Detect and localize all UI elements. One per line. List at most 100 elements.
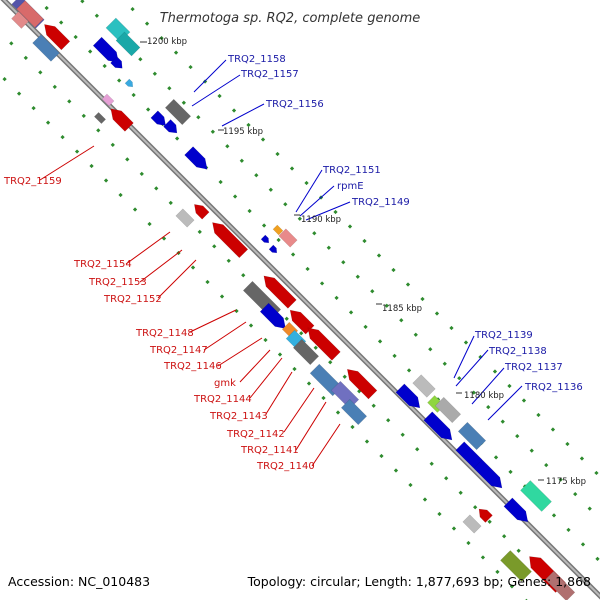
gene-label-rpmE[interactable]: rpmE bbox=[337, 181, 364, 192]
tick-label: 1195 kbp bbox=[223, 127, 263, 137]
gene-label-TRQ2-1137[interactable]: TRQ2_1137 bbox=[504, 362, 563, 373]
forward-gene-arrow bbox=[150, 110, 166, 126]
label-callouts bbox=[39, 59, 523, 467]
gene-label-TRQ2-1147[interactable]: TRQ2_1147 bbox=[149, 345, 208, 356]
marker-dash bbox=[246, 122, 251, 128]
marker-dash bbox=[102, 63, 107, 69]
gene-label-TRQ2-1138[interactable]: TRQ2_1138 bbox=[488, 346, 547, 357]
gene-box bbox=[32, 34, 60, 62]
callout-line bbox=[139, 249, 183, 283]
marker-dash bbox=[486, 405, 491, 410]
marker-dash bbox=[190, 265, 196, 270]
callout-line bbox=[305, 201, 351, 221]
gene-label-TRQ2-1149[interactable]: TRQ2_1149 bbox=[351, 197, 410, 208]
marker-dash bbox=[217, 93, 222, 99]
marker-dash bbox=[146, 107, 151, 112]
marker-dash bbox=[478, 354, 483, 360]
marker-dash bbox=[117, 78, 122, 83]
marker-dash bbox=[312, 231, 317, 236]
forward-gene-arrow bbox=[395, 383, 421, 409]
gene-label-TRQ2-1140[interactable]: TRQ2_1140 bbox=[256, 461, 315, 472]
marker-dash bbox=[284, 316, 289, 321]
gene-label-TRQ2-1154[interactable]: TRQ2_1154 bbox=[73, 259, 132, 270]
marker-dash bbox=[463, 340, 469, 345]
gene-label-TRQ2-1153[interactable]: TRQ2_1153 bbox=[88, 277, 147, 288]
callout-line bbox=[295, 401, 327, 451]
gene-box bbox=[278, 228, 298, 248]
callout-line bbox=[125, 231, 171, 265]
marker-dash bbox=[406, 368, 412, 373]
marker-dash bbox=[218, 179, 223, 185]
marker-dash bbox=[565, 441, 570, 447]
marker-dash bbox=[493, 455, 499, 460]
gene-label-TRQ2-1143[interactable]: TRQ2_1143 bbox=[209, 411, 268, 422]
marker-dash bbox=[515, 434, 520, 439]
marker-dash bbox=[306, 381, 312, 386]
gene-box bbox=[16, 0, 44, 28]
gene-label-TRQ2-1151[interactable]: TRQ2_1151 bbox=[322, 165, 381, 176]
gene-box bbox=[457, 421, 487, 451]
marker-dash bbox=[226, 258, 231, 263]
gene-box bbox=[412, 374, 436, 398]
marker-dash bbox=[139, 171, 144, 176]
marker-dash bbox=[225, 144, 230, 149]
gene-label-TRQ2-1142[interactable]: TRQ2_1142 bbox=[226, 429, 285, 440]
callout-line bbox=[471, 367, 505, 405]
marker-dash bbox=[168, 200, 173, 205]
gene-label-TRQ2-1158[interactable]: TRQ2_1158 bbox=[227, 54, 286, 65]
gene-label-TRQ2-1152[interactable]: TRQ2_1152 bbox=[103, 294, 162, 305]
marker-dash bbox=[144, 21, 150, 26]
marker-dash bbox=[297, 216, 302, 221]
gene-label-TRQ2-1156[interactable]: TRQ2_1156 bbox=[265, 99, 324, 110]
callout-line bbox=[157, 259, 197, 299]
gene-box bbox=[115, 31, 141, 57]
marker-dash bbox=[88, 49, 93, 54]
gene-label-TRQ2-1136[interactable]: TRQ2_1136 bbox=[524, 382, 583, 393]
marker-dash bbox=[283, 202, 288, 207]
callout-line bbox=[299, 185, 335, 217]
marker-dash bbox=[118, 192, 123, 198]
gene-label-TRQ2-1157[interactable]: TRQ2_1157 bbox=[240, 69, 299, 80]
gene-label-TRQ2-1141[interactable]: TRQ2_1141 bbox=[240, 445, 299, 456]
gene-label-TRQ2-1159[interactable]: TRQ2_1159 bbox=[3, 176, 62, 187]
forward-gene-arrow bbox=[260, 234, 270, 244]
callout-line bbox=[193, 59, 227, 93]
gene-label-TRQ2-1148[interactable]: TRQ2_1148 bbox=[135, 328, 194, 339]
gene-box bbox=[292, 338, 320, 366]
gene-box bbox=[11, 11, 29, 29]
gene-label-TRQ2-1144[interactable]: TRQ2_1144 bbox=[193, 394, 252, 405]
callout-line bbox=[453, 335, 475, 379]
gene-box bbox=[462, 514, 482, 534]
gene-box bbox=[520, 480, 552, 512]
marker-dash bbox=[487, 519, 492, 524]
callout-line bbox=[249, 357, 283, 399]
marker-dash bbox=[326, 245, 331, 250]
marker-dash bbox=[239, 158, 244, 163]
marker-dash bbox=[276, 237, 281, 243]
gene-label-TRQ2-1139[interactable]: TRQ2_1139 bbox=[474, 330, 533, 341]
marker-dash bbox=[263, 337, 268, 343]
gene-label-TRQ2-1146[interactable]: TRQ2_1146 bbox=[163, 361, 222, 372]
forward-gene-arrow bbox=[110, 56, 123, 69]
marker-dash bbox=[197, 229, 202, 234]
marker-dash bbox=[275, 151, 280, 157]
marker-dash bbox=[16, 91, 22, 96]
marker-dash bbox=[371, 403, 376, 408]
gene-label-gmk[interactable]: gmk bbox=[214, 378, 236, 389]
marker-dash bbox=[333, 209, 338, 215]
marker-dash bbox=[210, 129, 215, 134]
marker-dash bbox=[379, 453, 384, 459]
marker-dash bbox=[125, 157, 130, 162]
marker-dash bbox=[45, 120, 51, 125]
marker-dash bbox=[444, 476, 449, 481]
marker-dash bbox=[355, 274, 360, 279]
marker-dash bbox=[299, 331, 304, 336]
marker-dash bbox=[386, 418, 391, 423]
marker-dash bbox=[536, 412, 541, 418]
marker-dash bbox=[181, 100, 186, 105]
marker-dash bbox=[516, 548, 521, 553]
marker-dash bbox=[167, 86, 172, 91]
marker-dash bbox=[9, 41, 14, 46]
marker-dash bbox=[457, 376, 462, 381]
